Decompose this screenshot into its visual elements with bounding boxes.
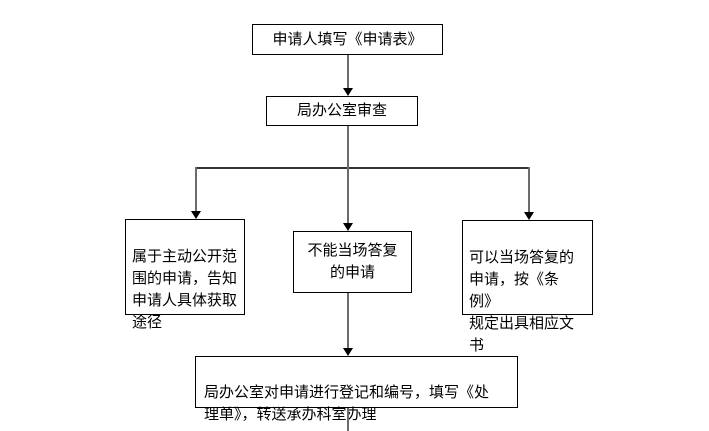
flow-node-fill-application-label: 申请人填写《申请表》	[272, 30, 423, 48]
flow-node-office-review: 局办公室审查	[266, 96, 418, 126]
flow-node-register-and-forward-label: 局办公室对申请进行登记和编号，填写《处 理单》，转送承办科室办理	[204, 384, 490, 423]
flow-node-register-and-forward: 局办公室对申请进行登记和编号，填写《处 理单》，转送承办科室办理	[195, 356, 518, 423]
flow-node-fill-application: 申请人填写《申请表》	[252, 24, 443, 55]
arrowhead-middle-icon	[343, 223, 353, 231]
flow-node-proactive-disclosure-label: 属于主动公开范 围的申请，告知 申请人具体获取 途径	[132, 248, 238, 331]
connector-review-stem	[347, 126, 349, 168]
flow-node-office-review-label: 局办公室审查	[296, 102, 387, 119]
arrowhead-register-icon	[343, 348, 353, 356]
arrowhead-review-icon	[343, 88, 353, 96]
connector-branch-bar	[195, 167, 530, 169]
connector-branch-middle	[347, 167, 349, 223]
connector-branch-right	[528, 167, 530, 212]
flow-node-can-answer-onsite-label: 可以当场答复的 申请，按《条例》 规定出具相应文 书	[469, 249, 575, 354]
connector-fill-to-review	[347, 55, 349, 88]
arrowhead-left-icon	[191, 211, 201, 219]
connector-branch-left	[195, 167, 197, 211]
flow-node-cannot-answer-onsite: 不能当场答复 的申请	[293, 231, 412, 293]
flow-node-can-answer-onsite: 可以当场答复的 申请，按《条例》 规定出具相应文 书	[462, 220, 593, 354]
flow-node-proactive-disclosure: 属于主动公开范 围的申请，告知 申请人具体获取 途径	[125, 219, 245, 331]
connector-middle-to-register	[347, 293, 349, 348]
flow-node-cannot-answer-onsite-label: 不能当场答复 的申请	[307, 242, 398, 281]
connector-register-continuation	[347, 408, 349, 431]
arrowhead-right-icon	[524, 212, 534, 220]
